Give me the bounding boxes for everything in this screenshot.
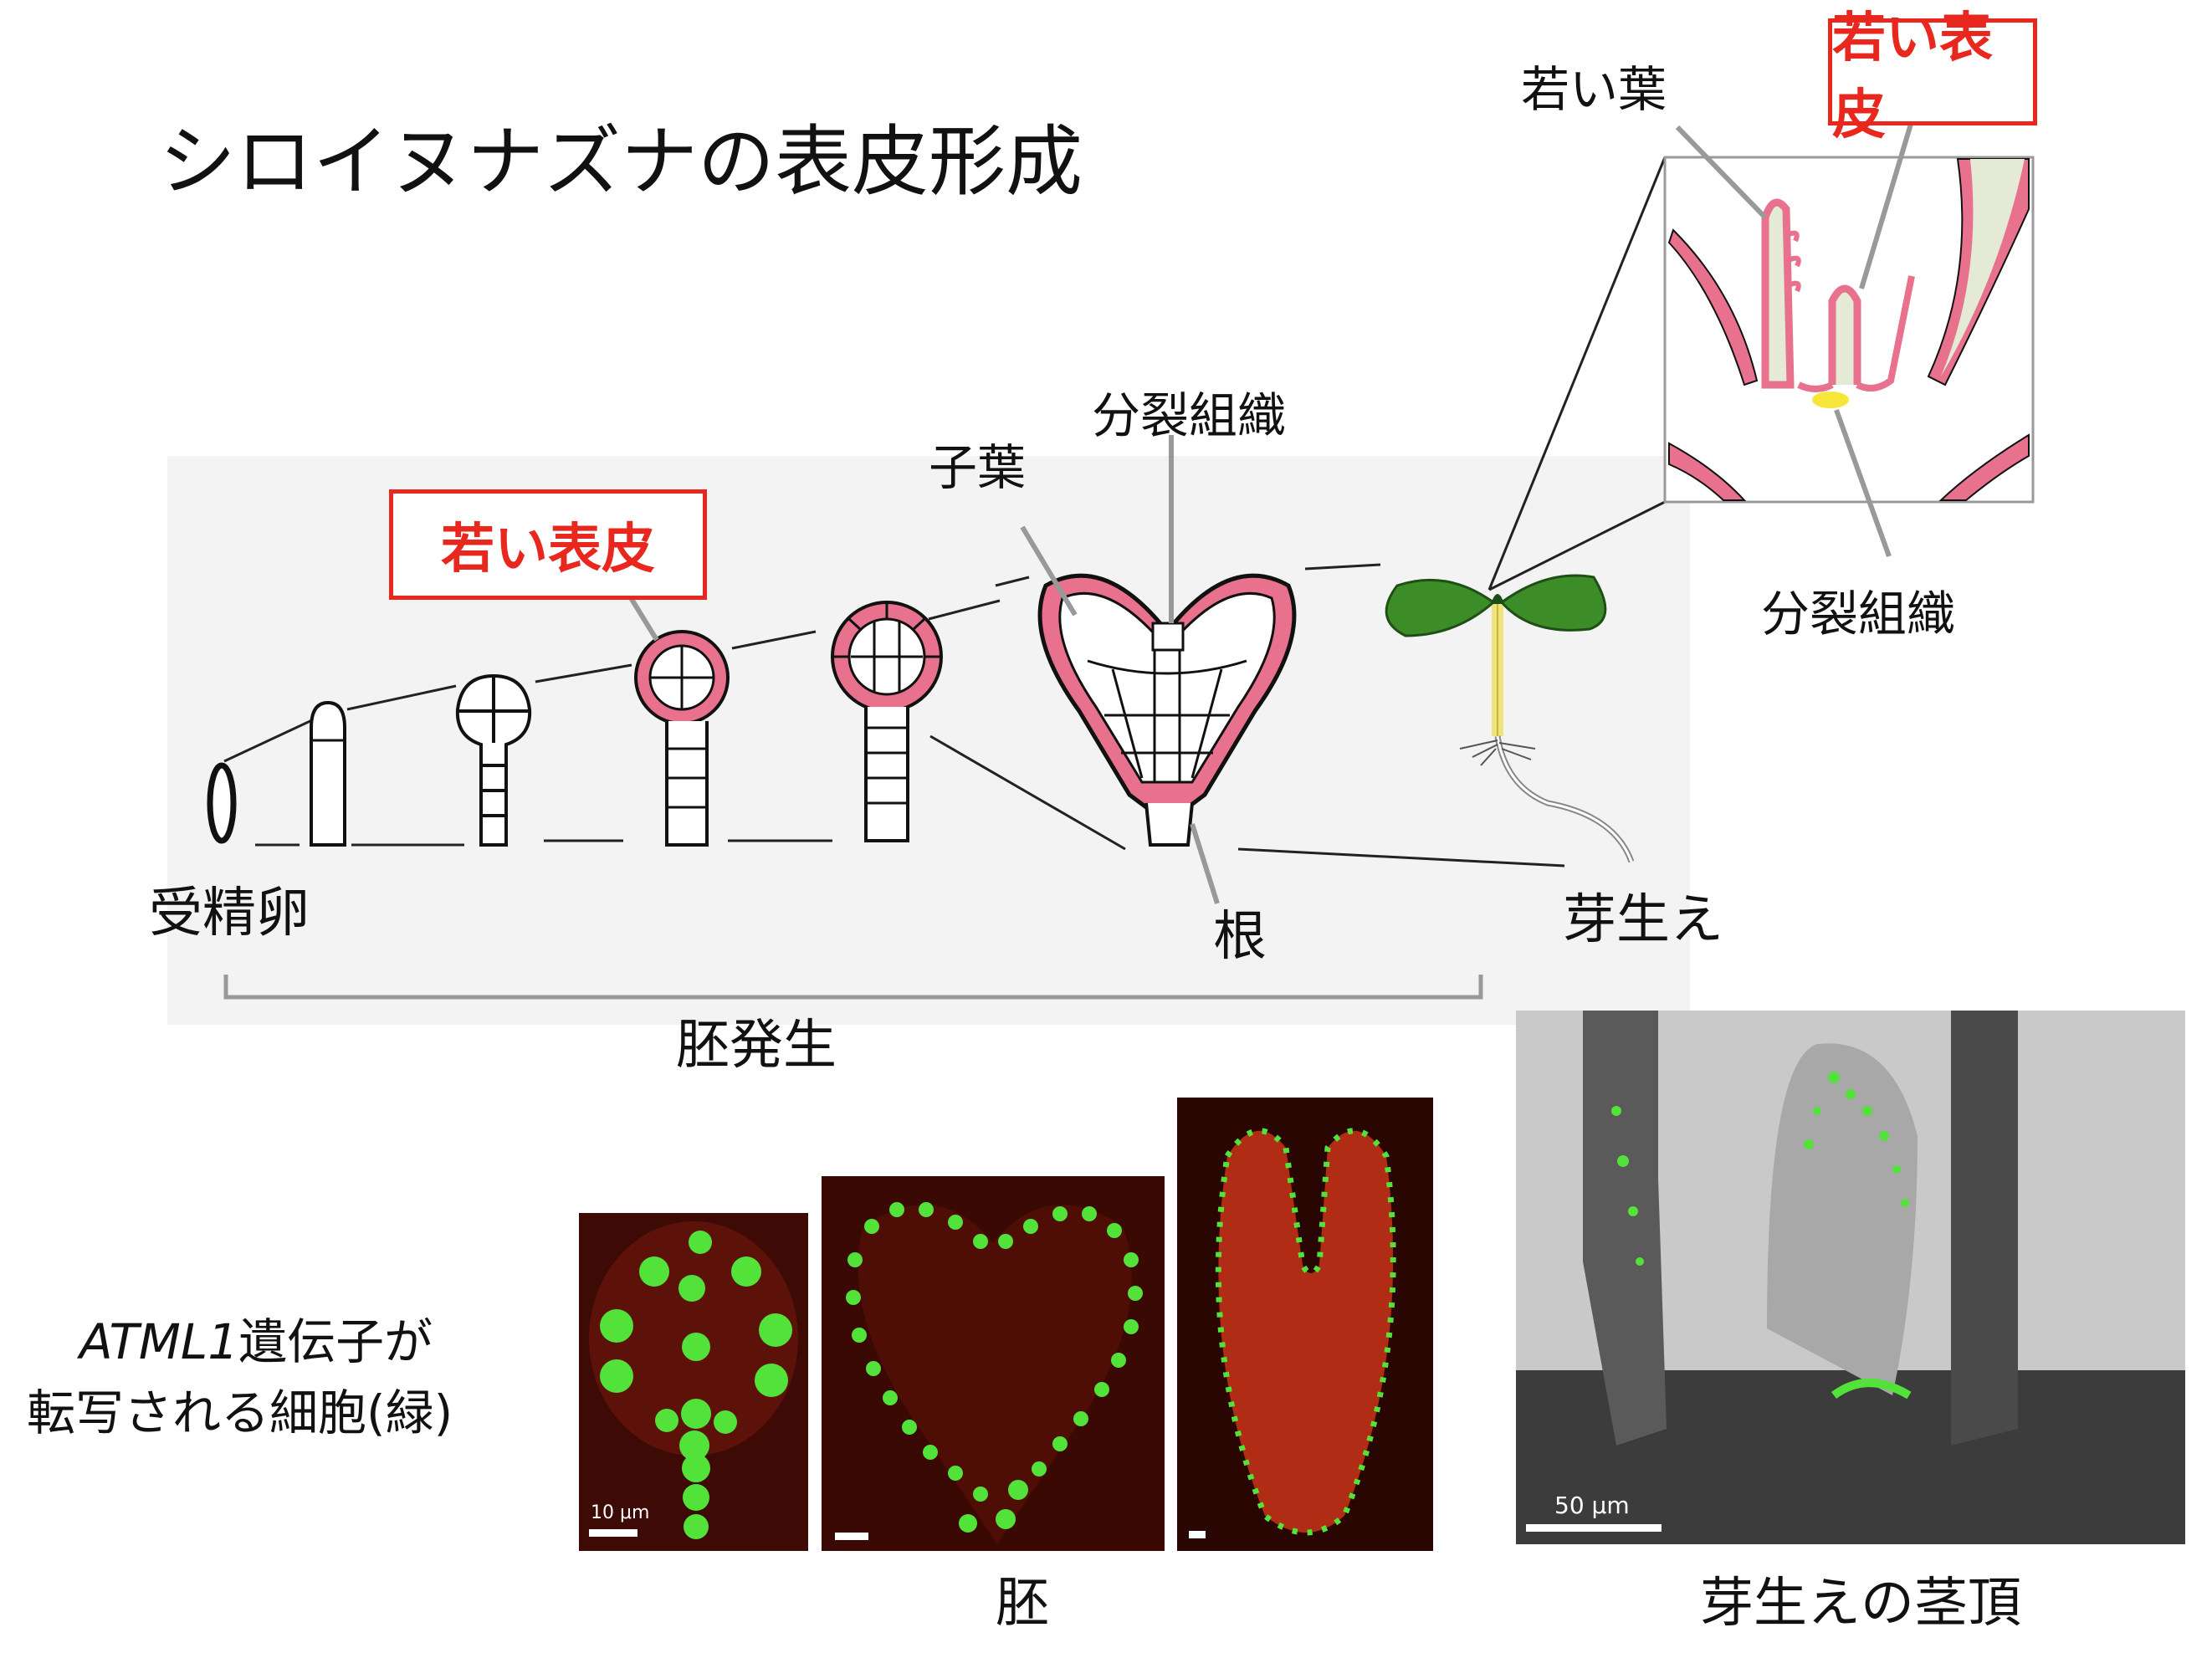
page-title: シロイヌナズナの表皮形成 bbox=[159, 117, 1083, 207]
stage-3-embryo bbox=[455, 673, 532, 847]
micrograph-globular: 10 μm bbox=[579, 1213, 808, 1551]
scale-label-50um: 50 μm bbox=[1554, 1492, 1630, 1519]
micrograph-shoot-apex: 50 μm bbox=[1516, 1011, 2185, 1544]
stage-4-embryo bbox=[634, 630, 730, 847]
scale-label-10um: 10 μm bbox=[591, 1502, 650, 1523]
caption-line2: 転写される細胞(緑) bbox=[27, 1384, 453, 1441]
label-young-epidermis-embryo: 若い表皮 bbox=[389, 489, 707, 600]
label-young-epidermis-top: 若い表皮 bbox=[1828, 8, 2037, 146]
scale-bar-50um bbox=[1526, 1524, 1662, 1532]
seedling bbox=[1385, 574, 1635, 863]
caption-embryo: 胚 bbox=[996, 1573, 1049, 1635]
zygote-cell bbox=[207, 762, 237, 844]
stage-6-heart-embryo bbox=[1037, 573, 1297, 847]
stage-connector-lines bbox=[223, 156, 1667, 867]
embryogenesis-bracket bbox=[223, 975, 1483, 1000]
micrograph-torpedo bbox=[1177, 1098, 1433, 1551]
stage-2-embryo bbox=[310, 700, 346, 847]
label-young-leaf: 若い葉 bbox=[1521, 61, 1667, 118]
caption-line1-rest: 遺伝子が bbox=[238, 1313, 433, 1370]
label-cotyledon: 子葉 bbox=[929, 439, 1027, 496]
label-meristem-embryo: 分裂組織 bbox=[1092, 387, 1287, 444]
scale-bar-heart bbox=[835, 1533, 868, 1540]
label-embryogenesis: 胚発生 bbox=[676, 1015, 837, 1077]
scale-bar-torpedo bbox=[1189, 1531, 1206, 1538]
label-zygote: 受精卵 bbox=[149, 883, 310, 944]
caption-gene-line1: ATML1遺伝子が bbox=[79, 1318, 433, 1366]
gene-name: ATML1 bbox=[79, 1313, 239, 1370]
scale-bar-10um bbox=[589, 1529, 637, 1537]
caption-seedling-apex: 芽生えの茎頂 bbox=[1700, 1573, 2021, 1635]
stage-5-embryo bbox=[831, 601, 943, 842]
label-root: 根 bbox=[1213, 906, 1267, 968]
label-leader-lines bbox=[621, 120, 1914, 904]
micrograph-heart bbox=[822, 1176, 1165, 1551]
label-meristem-inset: 分裂組織 bbox=[1761, 586, 1956, 642]
label-germination: 芽生え bbox=[1563, 889, 1723, 951]
